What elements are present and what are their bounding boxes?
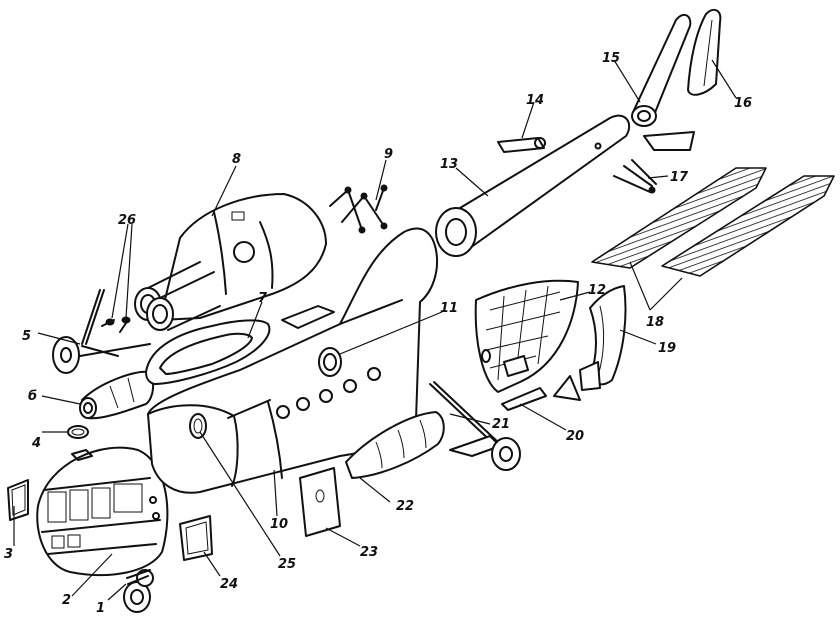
part-12-rear-bulkhead (474, 279, 579, 393)
part-26-fasteners (101, 316, 131, 333)
callout-6: б (28, 389, 37, 404)
part-21-main-gear (429, 381, 521, 471)
callout-8: 8 (232, 152, 241, 167)
part-15-pylon-tube (631, 13, 692, 127)
part-11-window (318, 347, 342, 377)
part-22-fuel-tank (345, 411, 445, 479)
callout-16: 16 (734, 96, 752, 111)
callout-18: 18 (646, 315, 664, 330)
part-13-tail-boom (435, 114, 631, 257)
callout-15: 15 (602, 51, 620, 66)
part-3-panel (7, 479, 29, 521)
callout-22: 22 (396, 499, 414, 514)
callout-12: 12 (588, 283, 606, 298)
callout-14: 14 (526, 93, 544, 108)
part-1-small-wheels (123, 569, 154, 613)
part-6-engine-pod (79, 370, 154, 420)
callout-labels: 1 2 3 4 5 б 7 8 9 10 11 12 13 14 15 16 1… (4, 51, 752, 616)
callout-25: 25 (278, 557, 296, 572)
callout-26: 26 (118, 213, 136, 228)
callout-11: 11 (440, 301, 458, 316)
callout-5: 5 (22, 329, 31, 344)
part-7-access-frame (145, 319, 271, 385)
callout-20: 20 (566, 429, 584, 444)
part-5-nose-gear (52, 289, 151, 374)
callout-1: 1 (96, 601, 105, 616)
callout-10: 10 (270, 517, 288, 532)
callout-3: 3 (4, 547, 13, 562)
part-23-door (299, 467, 341, 537)
part-17-tail-parts (613, 131, 695, 194)
part-9-rotor-hub (329, 184, 388, 234)
part-24-hatch-panel (179, 515, 213, 561)
callout-4: 4 (31, 436, 41, 451)
part-18-stabilizers (591, 167, 835, 277)
callout-9: 9 (384, 147, 393, 162)
callout-2: 2 (62, 593, 71, 608)
part-4-window (67, 425, 89, 439)
part-20-panels (501, 361, 601, 411)
part-10-fuselage (147, 227, 438, 494)
part-8-engine-cowling (134, 193, 327, 331)
callout-24: 24 (220, 577, 238, 592)
part-14-fitting (497, 137, 546, 153)
callout-23: 23 (360, 545, 378, 560)
callout-19: 19 (658, 341, 676, 356)
callout-7: 7 (258, 291, 268, 306)
part-16-tail-fin (687, 8, 722, 96)
callout-17: 17 (670, 170, 689, 185)
callout-13: 13 (440, 157, 458, 172)
part-25-door (189, 413, 207, 439)
part-2-cockpit-nose (36, 446, 169, 577)
leader-lines (13, 59, 737, 601)
callout-21: 21 (492, 417, 510, 432)
